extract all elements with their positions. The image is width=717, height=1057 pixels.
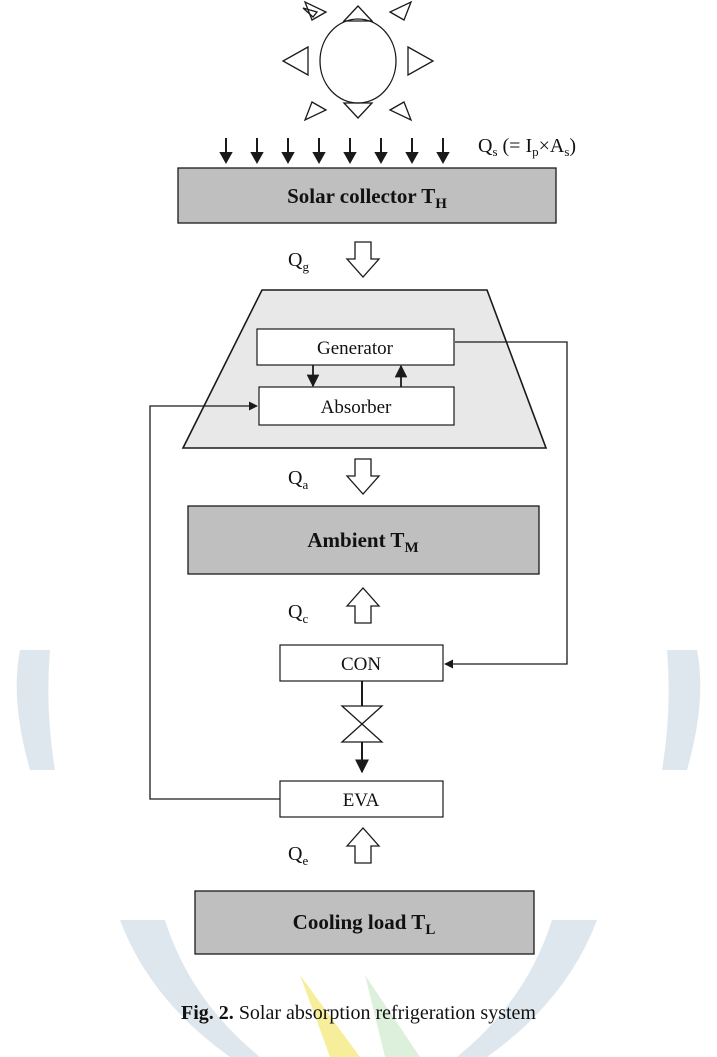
expansion-valve-icon	[340, 705, 384, 743]
figure-title: Solar absorption refrigeration system	[233, 1002, 536, 1024]
qa-arrow	[345, 458, 381, 495]
qe-label: Qe	[288, 843, 308, 868]
condenser-box	[279, 644, 444, 682]
ambient-label: Ambient TM	[307, 528, 418, 556]
qa-label: Qa	[288, 467, 308, 492]
figure-number: Fig. 2.	[181, 1002, 234, 1024]
cooling-load-label: Cooling load TL	[293, 910, 436, 938]
solar-radiation-arrows	[219, 138, 450, 165]
heat-input-label: Qs (= Ip×As)	[478, 135, 576, 159]
evaporator-to-absorber-line	[149, 401, 280, 800]
cooling-load-box	[194, 890, 535, 955]
generator-to-condenser-line	[444, 341, 568, 669]
qc-arrow	[345, 587, 381, 624]
watermark	[16, 650, 701, 1057]
solar-collector-box	[177, 167, 557, 224]
condenser-label: CON	[341, 654, 381, 675]
absorber-box	[258, 386, 455, 426]
generator-box	[256, 328, 455, 366]
ambient-box	[187, 505, 540, 575]
qe-arrow	[345, 827, 381, 864]
evaporator-box	[279, 780, 444, 818]
figure-caption: Fig. 2. Solar absorption refrigeration s…	[0, 1002, 717, 1025]
qg-label: Qg	[288, 249, 309, 274]
qg-arrow	[345, 241, 381, 278]
qc-label: Qc	[288, 601, 308, 626]
sun-icon	[281, 0, 435, 122]
absorber-label: Absorber	[321, 397, 392, 418]
evaporator-label: EVA	[343, 790, 380, 811]
solar-collector-label: Solar collector TH	[287, 184, 447, 212]
generator-label: Generator	[317, 338, 394, 359]
